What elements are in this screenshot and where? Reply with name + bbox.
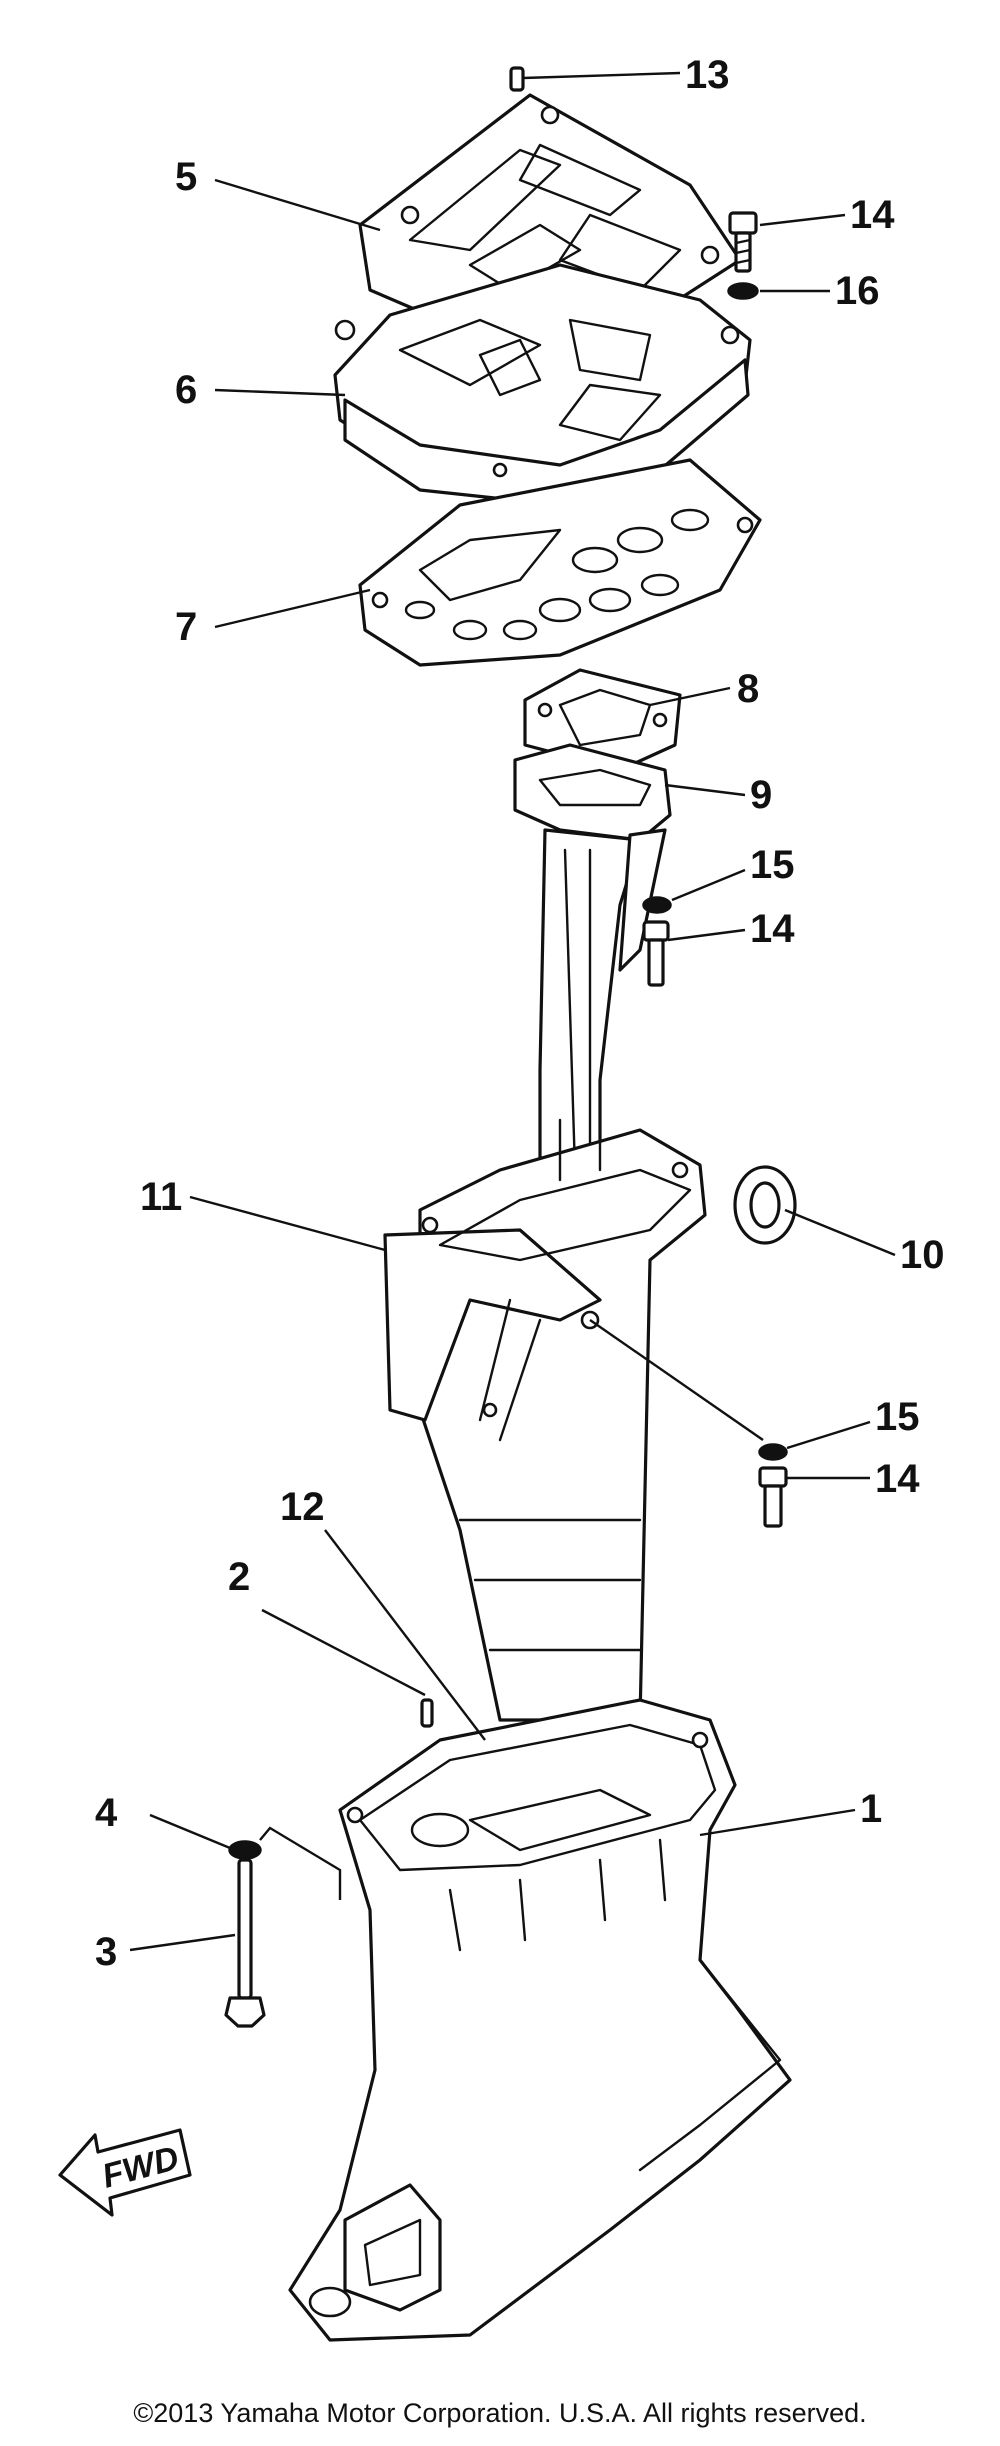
- part-10-grommet: [733, 1165, 797, 1245]
- callout-15-middle: 15: [750, 843, 795, 887]
- callout-14-top: 14: [850, 193, 895, 237]
- callout-2: 2: [228, 1555, 250, 1599]
- callout-5: 5: [175, 155, 197, 199]
- copyright-notice: ©2013 Yamaha Motor Corporation. U.S.A. A…: [133, 2398, 867, 2428]
- callout-13: 13: [685, 53, 730, 97]
- part-14-bolt-top: [728, 211, 758, 273]
- part-14-bolt-middle: [642, 920, 670, 987]
- fwd-arrow: FWD: [58, 2128, 192, 2217]
- part-1-lower-casing: [288, 1698, 792, 2342]
- callout-11: 11: [140, 1175, 182, 1219]
- callout-1: 1: [860, 1787, 882, 1831]
- callout-8: 8: [737, 667, 759, 711]
- callout-7: 7: [175, 605, 197, 649]
- part-16-washer: [727, 282, 759, 300]
- part-2-dowel-pin: [420, 1698, 434, 1728]
- part-15-washer-lower: [758, 1443, 788, 1461]
- part-3-bolt: [224, 1858, 266, 2028]
- callout-14-middle: 14: [750, 907, 795, 951]
- part-13-pin: [509, 66, 525, 92]
- part-7-lower-gasket: [358, 458, 762, 667]
- part-8-exhaust-gasket: [523, 668, 682, 772]
- callout-labels: 13 5 14 16 6 7 8 9 15 14 11 10 15 14 12 …: [95, 53, 945, 1974]
- part-3-4-mounting-leader: [259, 1826, 342, 1900]
- callout-10: 10: [900, 1233, 945, 1277]
- part-4-washer: [228, 1840, 262, 1860]
- part-15-washer-middle: [642, 896, 672, 914]
- leader-lines: [129, 71, 896, 1952]
- callout-3: 3: [95, 1930, 117, 1974]
- callout-16: 16: [835, 269, 880, 313]
- callout-4: 4: [95, 1791, 118, 1835]
- callout-9: 9: [750, 773, 772, 817]
- callout-15-lower: 15: [875, 1395, 920, 1439]
- callout-6: 6: [175, 368, 197, 412]
- callout-12: 12: [280, 1485, 325, 1529]
- part-9-exhaust-pipe: [513, 743, 672, 1177]
- callout-14-lower: 14: [875, 1457, 920, 1501]
- part-11-upper-casing: [383, 1108, 707, 1722]
- part-14-bolt-lower: [758, 1466, 788, 1528]
